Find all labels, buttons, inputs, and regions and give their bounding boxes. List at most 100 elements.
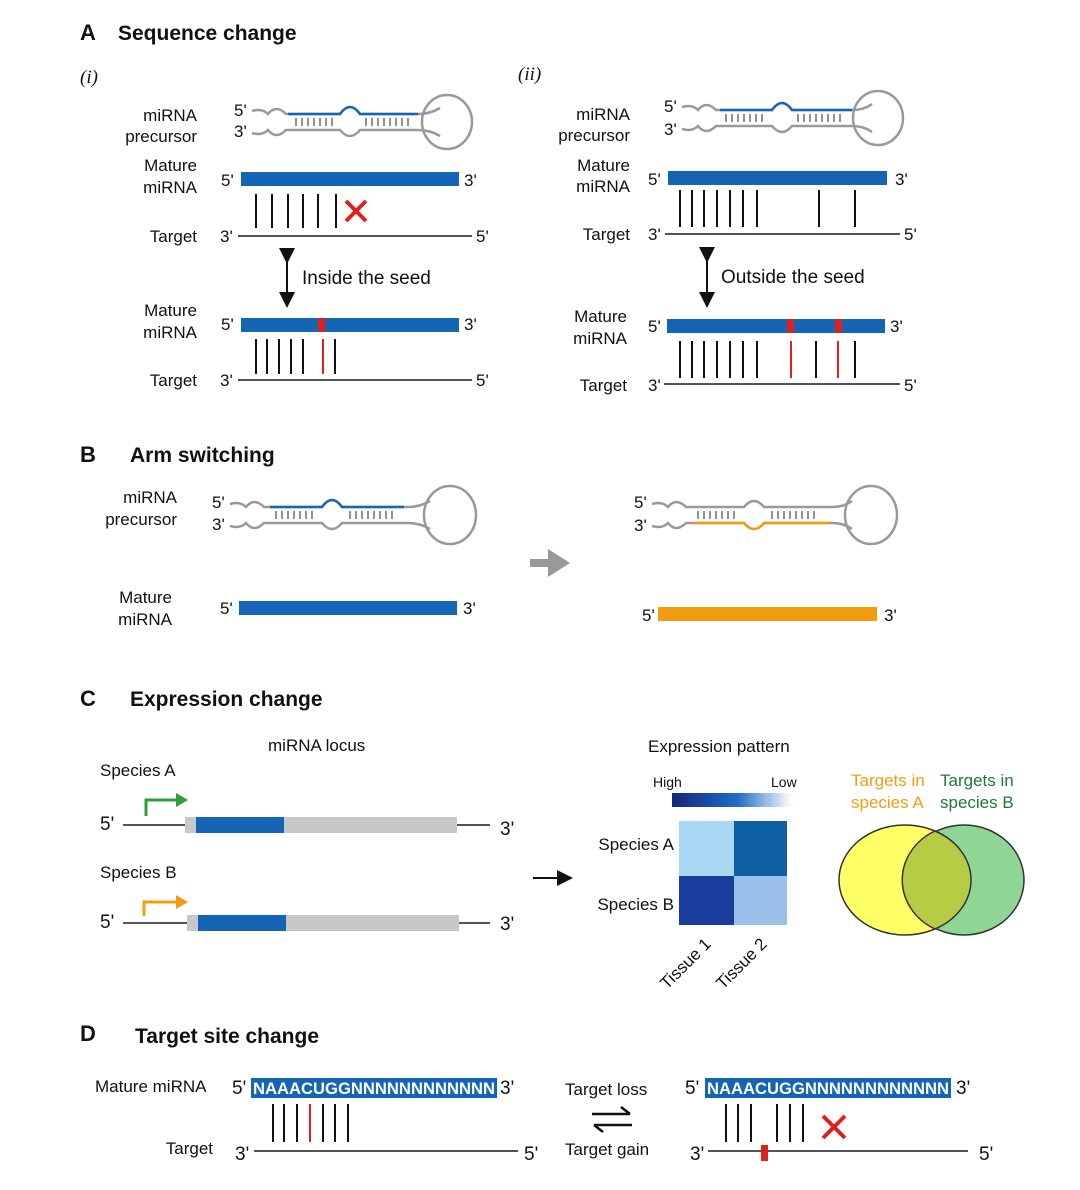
panel-d-title: Target site change [135,1025,319,1048]
d-right-cross-icon [821,1114,847,1140]
a-i-target2-3prime: 3' [220,371,233,390]
heatmap-col-tissue2: Tissue 2 [712,934,770,992]
a-i-mature-mirna-bar [241,172,459,186]
a-ii-target2-3prime: 3' [648,376,661,395]
a-ii-mature-5prime: 5' [648,170,661,189]
target-loss-label: Target loss [565,1080,647,1099]
a-i-mature-3prime: 3' [464,171,477,190]
a-i-mismatch-cross-icon [344,199,368,223]
a-ii-prec-3prime: 3' [664,120,677,139]
a-i-mature-5prime: 5' [221,171,234,190]
a-i-prec-5prime: 5' [234,101,247,120]
a-i-mature-label-1: Mature [144,156,197,175]
c-promoter-a-head [176,793,188,807]
heatmap-low-label: Low [771,774,798,790]
venn-a-label-1: Targets in [851,771,925,790]
c-b-5prime: 5' [100,912,114,933]
d-right-mirna-bar [705,1078,951,1098]
a-ii-precursor-hairpin [681,89,905,147]
a-i-target2-5prime: 5' [476,371,489,390]
a-ii-target-5prime: 5' [904,225,917,244]
a-ii-target2-label: Target [580,376,628,395]
d-right-target-mutation [761,1145,768,1161]
d-left-5prime: 5' [232,1078,246,1099]
b-precursor-hairpin-left [229,484,478,546]
b-mature-orange-bar [658,607,877,621]
heatmap-colorbar [672,793,791,807]
d-right-3prime: 3' [956,1078,970,1099]
b-switch-arrow-icon [530,549,570,577]
heatmap-cell-a-t1 [679,821,734,876]
a-ii-target2-5prime: 5' [904,376,917,395]
c-a-5prime: 5' [100,814,114,835]
a-i-mature2-label-1: Mature [144,301,197,320]
panel-d-letter: D [80,1021,96,1046]
a-i-seed-mutation-mark [318,318,325,332]
a-i-mature-label-2: miRNA [143,178,197,197]
a-ii-mature-label-1: Mature [577,156,630,175]
d-left-mirna-bar [251,1078,497,1098]
b-prec-3prime: 3' [212,515,225,534]
heatmap-cell-b-t2 [734,876,787,925]
panel-a-title: Sequence change [118,22,297,45]
d-right-5prime-target: 5' [979,1144,993,1165]
a-ii-mature2-mirna-bar [667,319,885,333]
venn-a-label-2: species A [851,793,924,812]
d-right-3prime-target: 3' [690,1144,704,1165]
a-i-pairing-lines [255,194,337,228]
sub-i-label: (i) [80,67,98,88]
c-promoter-b-arrow-icon [142,900,178,916]
c-a-3prime: 3' [500,819,514,840]
a-i-mature2-5prime: 5' [221,315,234,334]
a-i-prec-3prime: 3' [234,122,247,141]
c-species-a-label: Species A [100,761,176,780]
b-precursor-label-1: miRNA [123,488,177,507]
b-prec2-3prime: 3' [634,516,647,535]
d-mature-label: Mature miRNA [95,1077,207,1096]
a-i-precursor-label-1: miRNA [143,106,197,125]
heatmap-row-a-label: Species A [598,835,674,854]
d-left-target-label: Target [166,1139,214,1158]
a-ii-pairing-lines [679,190,856,227]
c-locus-b-mirna [198,915,286,931]
b-precursor-hairpin-right [651,484,899,546]
a-ii-precursor-label-1: miRNA [576,105,630,124]
heatmap-row-b-label: Species B [597,895,674,914]
a-i-mature2-3prime: 3' [464,315,477,334]
venn-b-label-2: species B [940,793,1014,812]
panel-c-letter: C [80,686,96,711]
a-ii-target-label: Target [583,225,631,244]
c-species-b-label: Species B [100,863,177,882]
b-mature2-3prime: 3' [884,606,897,625]
b-mature-label-2: miRNA [118,610,172,629]
d-left-3prime: 3' [500,1078,514,1099]
venn-diagram [838,824,1025,936]
c-promoter-a-arrow-icon [144,798,178,816]
heatmap-high-label: High [653,774,682,790]
d-right-pairing-lines [725,1104,804,1142]
c-b-3prime: 3' [500,914,514,935]
b-prec-5prime: 5' [212,493,225,512]
c-promoter-b-head [176,895,188,909]
a-i-mature2-mirna-bar [241,318,459,332]
c-locus-a-mirna [196,817,284,833]
a-i-target-3prime: 3' [220,227,233,246]
heatmap-cell-b-t1 [679,876,734,925]
a-ii-mature-3prime: 3' [895,170,908,189]
a-i-precursor-hairpin [251,93,474,151]
a-i-pairing-lines-2 [255,339,336,374]
a-i-target-label: Target [150,227,198,246]
a-ii-mature2-label-2: miRNA [573,329,627,348]
venn-b-label-1: Targets in [940,771,1014,790]
b-prec2-5prime: 5' [634,493,647,512]
inside-seed-label: Inside the seed [302,268,431,289]
venn-overlap [901,830,972,930]
b-mature-label-1: Mature [119,588,172,607]
a-ii-mutation-mark-2 [835,319,842,333]
b-mature-3prime: 3' [463,599,476,618]
d-right-5prime: 5' [685,1078,699,1099]
a-i-mature2-label-2: miRNA [143,323,197,342]
a-ii-mature2-3prime: 3' [890,317,903,336]
d-left-pairing-lines [272,1104,349,1142]
a-ii-target-3prime: 3' [648,225,661,244]
